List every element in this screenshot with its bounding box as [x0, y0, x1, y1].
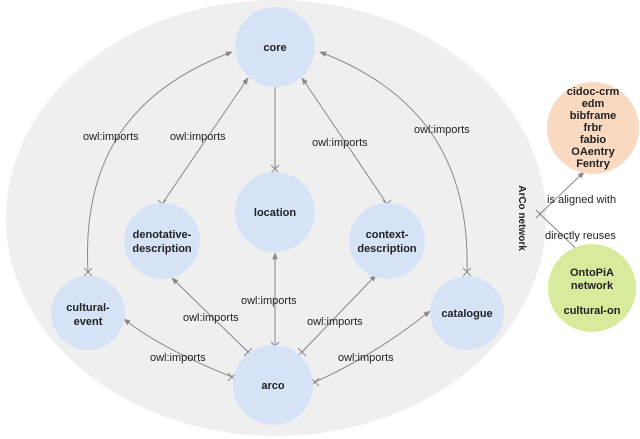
edge-cultural-core	[87, 51, 233, 273]
label-arco-location: owl:imports	[241, 295, 297, 307]
node-context-label-2: description	[357, 243, 417, 255]
label-denotative-core: owl:imports	[170, 131, 226, 143]
edge-denotative-core	[161, 77, 249, 205]
aligned-item: fabio	[580, 134, 607, 146]
node-reused-ontologies: OntoPiA network cultural-on	[548, 244, 636, 332]
node-arco-label: arco	[261, 380, 285, 392]
edge-labels: owl:imports owl:imports owl:imports owl:…	[83, 124, 470, 364]
label-arco-cultural: owl:imports	[150, 352, 206, 364]
edge-context-core	[301, 77, 388, 205]
aligned-item: cidoc-crm	[567, 86, 620, 98]
node-arco: arco	[233, 345, 313, 425]
node-cultural-event: cultural- event	[51, 276, 125, 350]
node-catalogue-label: catalogue	[441, 308, 492, 320]
edge-arco-aligned	[539, 171, 585, 215]
edge-arco-catalogue	[314, 310, 431, 383]
label-arco-context: owl:imports	[307, 316, 363, 328]
node-cultural-label-1: cultural-	[66, 302, 110, 314]
node-denotative-label-1: denotative-	[133, 229, 192, 241]
aligned-item: Fentry	[576, 158, 611, 170]
aligned-item: OAentry	[571, 146, 615, 158]
label-cultural-core: owl:imports	[83, 131, 139, 143]
node-context-description: context- description	[349, 203, 425, 279]
node-location: location	[235, 172, 315, 252]
node-context-label-1: context-	[366, 229, 409, 241]
aligned-relation-label: is aligned with	[547, 194, 616, 206]
edge-arco-context	[301, 274, 377, 353]
label-arco-denotative: owl:imports	[183, 312, 239, 324]
node-cultural-label-2: event	[74, 316, 103, 328]
reuses-line-3: cultural-on	[564, 305, 621, 317]
node-catalogue: catalogue	[430, 276, 504, 350]
arco-network-label: ArCo network	[516, 185, 527, 251]
aligned-item: frbr	[584, 122, 604, 134]
node-core-label: core	[263, 42, 286, 54]
edge-catalogue-core	[319, 51, 468, 273]
node-denotative-label-2: description	[132, 243, 192, 255]
reuses-line-1: OntoPiA	[570, 267, 614, 279]
aligned-item: edm	[582, 98, 605, 110]
node-location-label: location	[254, 207, 296, 219]
label-arco-catalogue: owl:imports	[338, 352, 394, 364]
reuses-relation-label: directly reuses	[545, 230, 616, 242]
label-context-core: owl:imports	[312, 137, 368, 149]
node-core: core	[235, 7, 315, 87]
edge-arco-denotative	[171, 277, 249, 353]
aligned-item: bibframe	[570, 110, 616, 122]
edge-arco-cultural	[123, 318, 233, 378]
reuses-line-2: network	[571, 280, 614, 292]
node-aligned-ontologies: cidoc-crm edm bibframe frbr fabio OAentr…	[547, 82, 639, 174]
node-denotative-description: denotative- description	[124, 203, 200, 279]
label-catalogue-core: owl:imports	[414, 124, 470, 136]
